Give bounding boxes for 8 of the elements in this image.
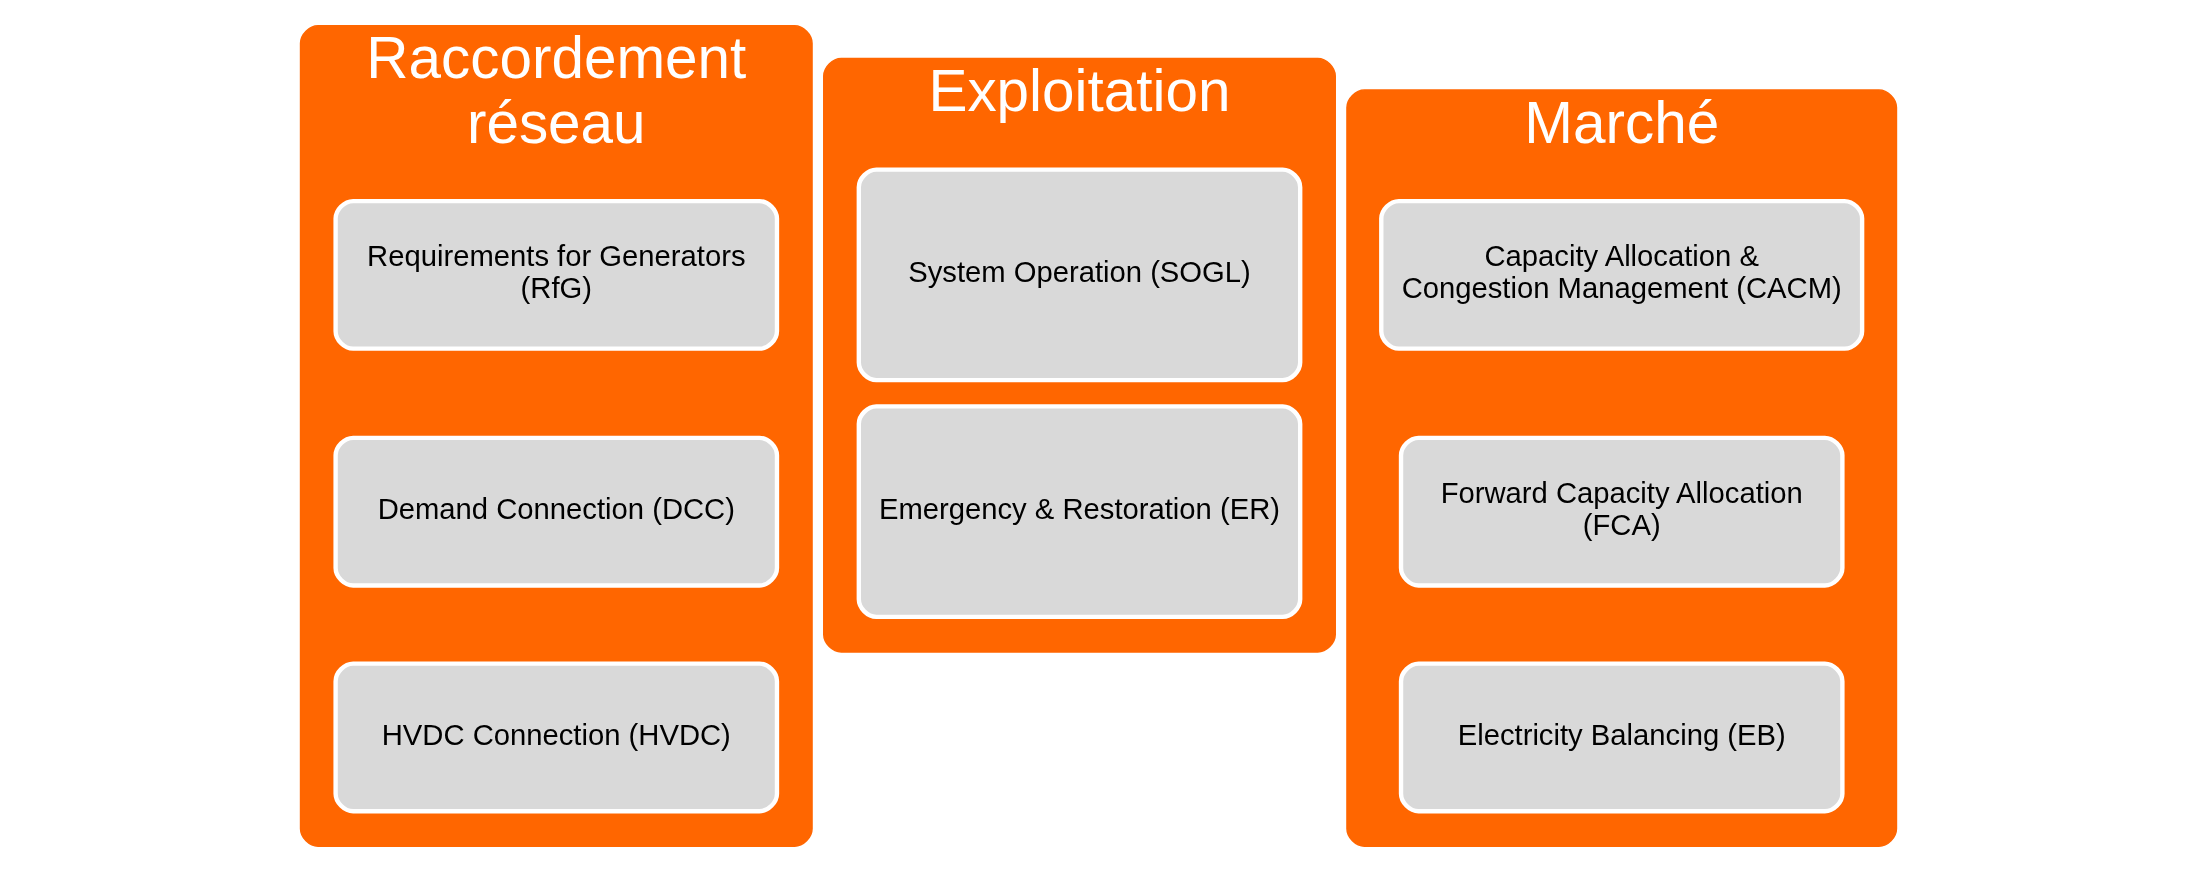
node-box: Emergency & Restoration (ER)	[856, 404, 1303, 620]
node-box: Requirements for Generators (RfG)	[333, 198, 780, 351]
node-box: Demand Connection (DCC)	[333, 435, 780, 588]
node-box: Forward Capacity Allocation (FCA)	[1398, 435, 1845, 588]
node-box: HVDC Connection (HVDC)	[333, 661, 780, 814]
node-box: Capacity Allocation & Congestion Management (CACM)	[1379, 198, 1865, 351]
node-box: Electricity Balancing (EB)	[1398, 661, 1845, 814]
node-box: System Operation (SOGL)	[856, 167, 1303, 383]
